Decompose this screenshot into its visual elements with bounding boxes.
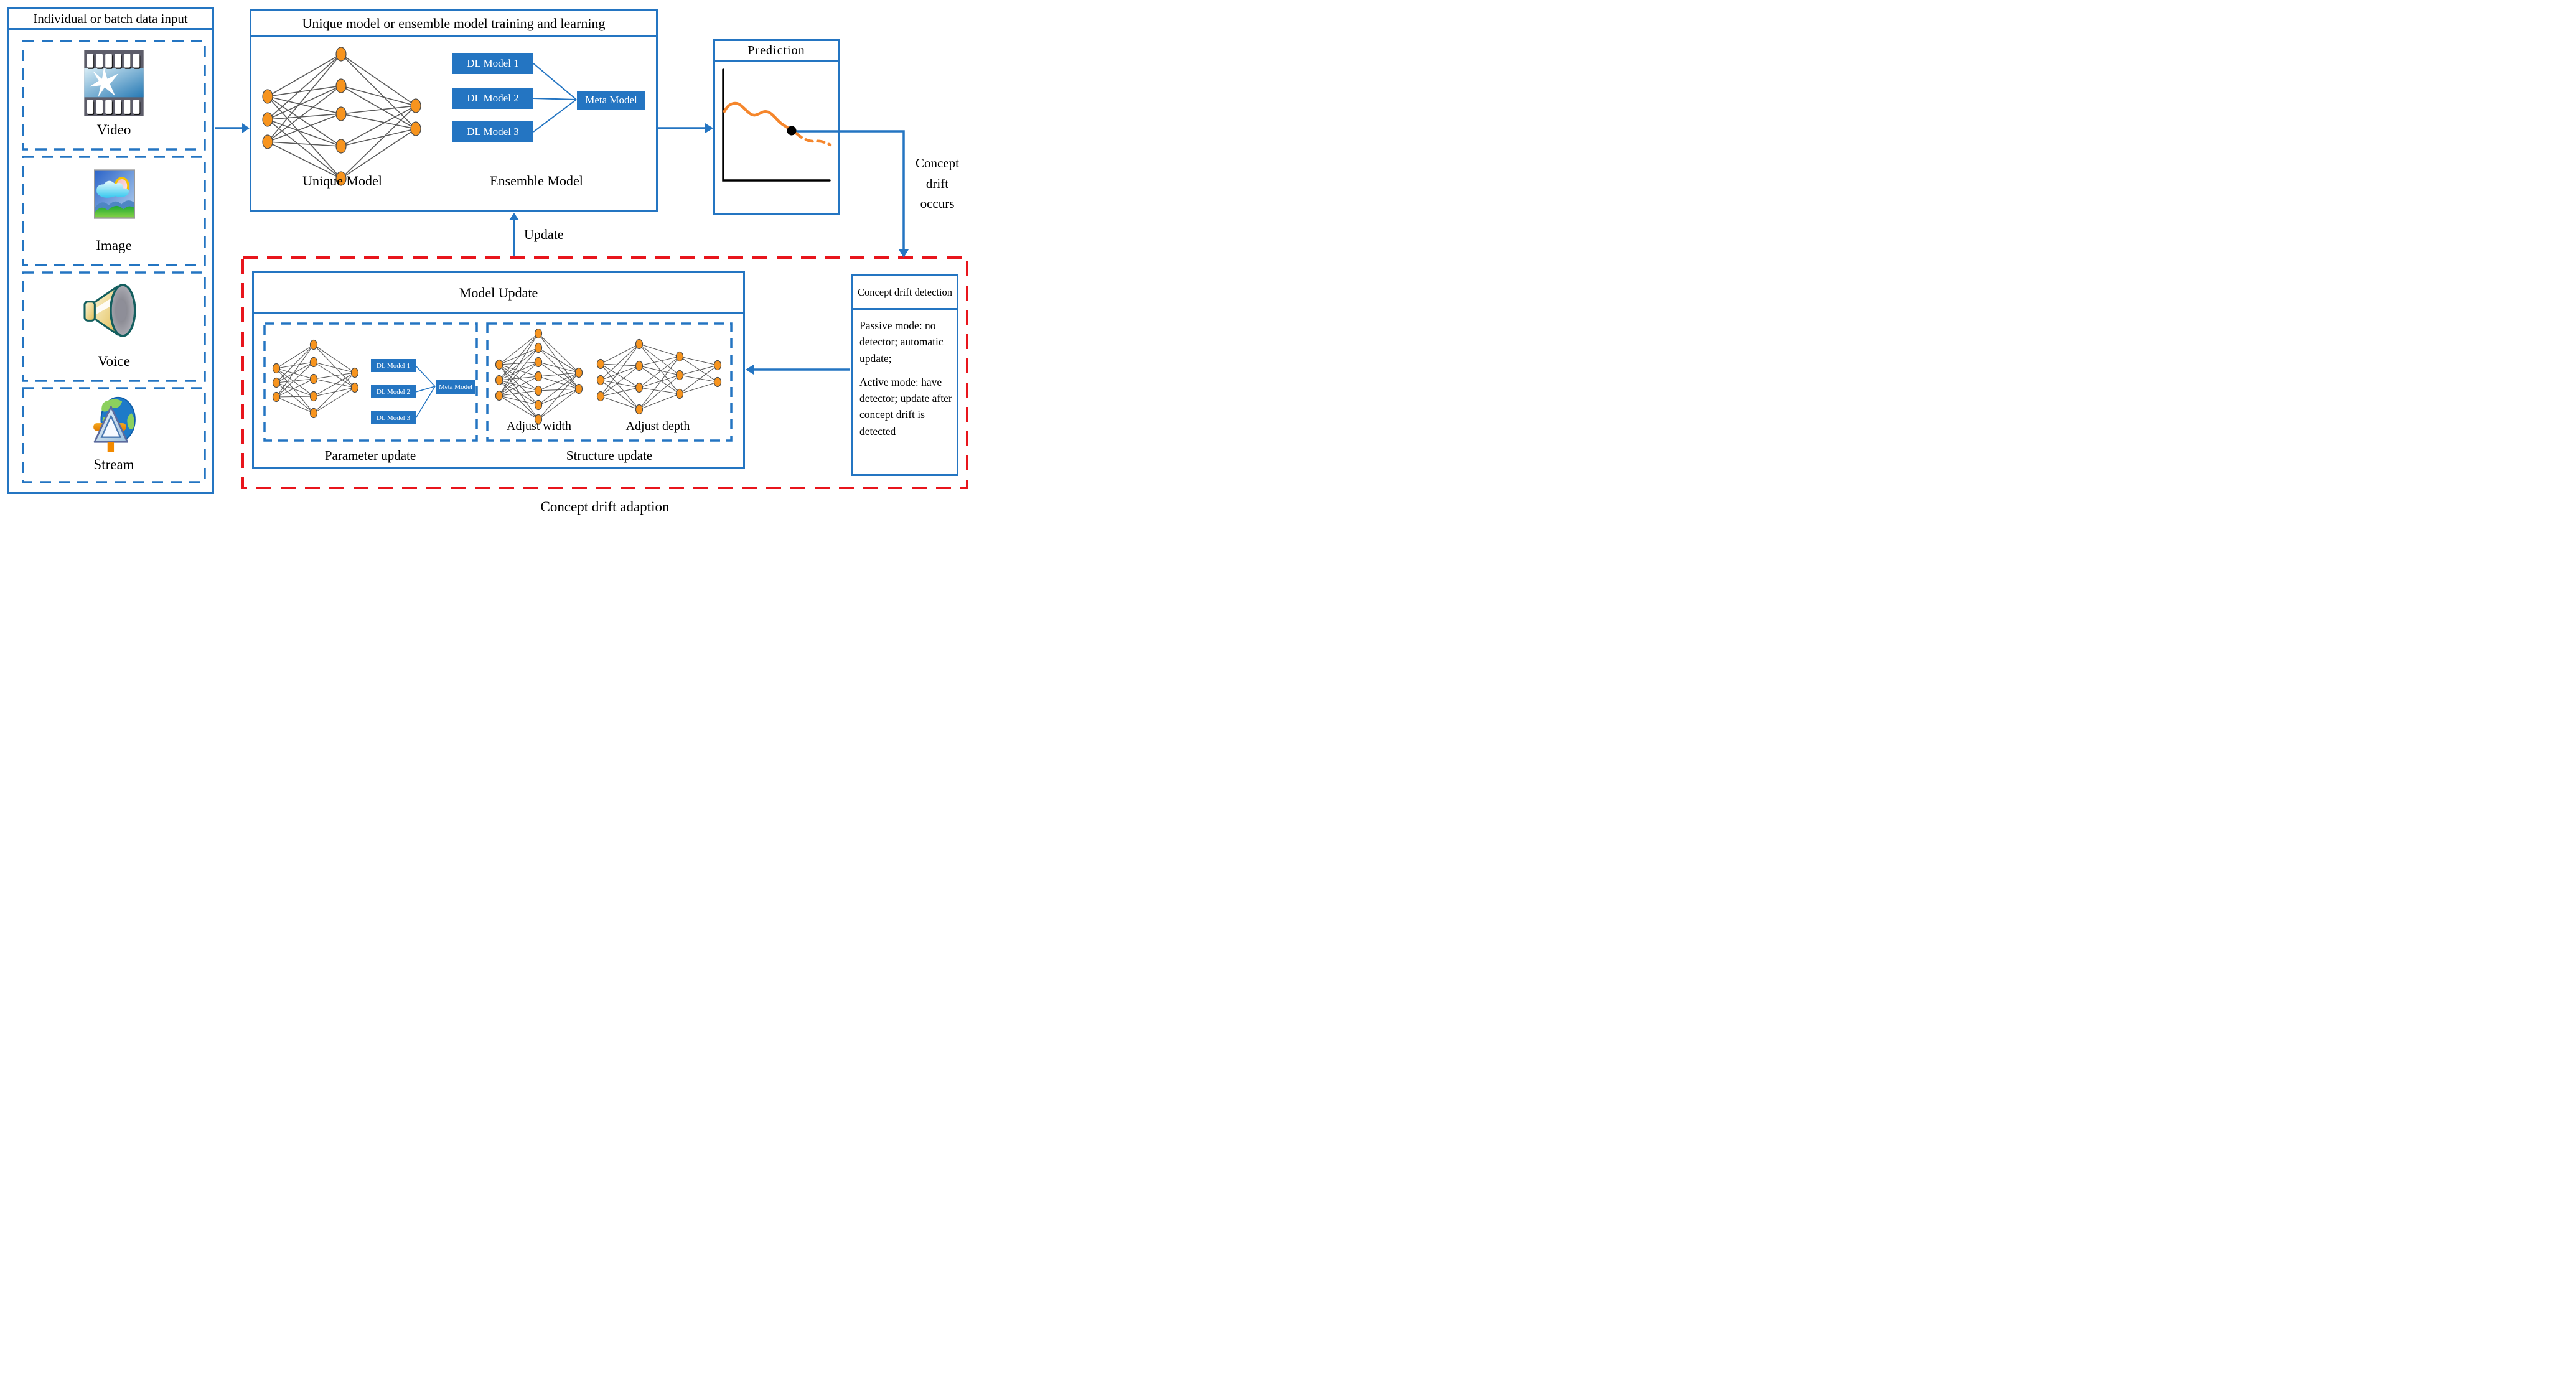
input-item-image-label: Image bbox=[96, 238, 132, 253]
mini-dl-model-1-box: DL Model 1 bbox=[371, 359, 416, 372]
concept-drift-diagram: Individual or batch data input bbox=[0, 0, 976, 523]
concept-drift-detection-box: Concept drift detection Passive mode: no… bbox=[851, 274, 958, 476]
adjust-width-label: Adjust width bbox=[507, 419, 571, 433]
parameter-update-label: Parameter update bbox=[324, 448, 416, 463]
ensemble-model-label: Ensemble Model bbox=[490, 173, 583, 189]
prediction-box-title: Prediction bbox=[715, 41, 838, 62]
mini-dl-model-2-box: DL Model 2 bbox=[371, 385, 416, 398]
video-icon bbox=[83, 50, 145, 116]
dl-model-3-box: DL Model 3 bbox=[452, 121, 533, 142]
detection-active-text: Active mode: have detector; update after… bbox=[859, 375, 952, 437]
adjust-depth-label: Adjust depth bbox=[625, 419, 690, 433]
detection-passive-text: Passive mode: no detector; automatic upd… bbox=[859, 319, 944, 365]
mini-dl-model-3-box: DL Model 3 bbox=[371, 411, 416, 424]
unique-model-network-icon bbox=[253, 39, 439, 197]
model-update-title: Model Update bbox=[254, 273, 743, 314]
unique-model-label: Unique Model bbox=[302, 173, 382, 189]
dl-model-1-box: DL Model 1 bbox=[452, 53, 533, 74]
concept-drift-adaption-label: Concept drift adaption bbox=[540, 499, 670, 515]
adjust-depth-network-icon bbox=[594, 336, 722, 423]
mini-meta-model-box: Meta Model bbox=[436, 380, 475, 394]
input-panel-title: Individual or batch data input bbox=[9, 9, 212, 30]
training-to-prediction-arrow bbox=[658, 123, 713, 133]
image-icon bbox=[94, 164, 135, 224]
input-item-voice-label: Voice bbox=[98, 353, 130, 369]
concept-drift-occurs-label: Concept drift occurs bbox=[916, 156, 959, 212]
adjust-width-network-icon bbox=[493, 329, 585, 428]
input-item-video-label: Video bbox=[96, 122, 131, 138]
dl-model-2-box: DL Model 2 bbox=[452, 88, 533, 109]
voice-icon bbox=[82, 281, 146, 340]
concept-drift-detection-title: Concept drift detection bbox=[853, 276, 957, 310]
update-label: Update bbox=[524, 226, 564, 242]
structure-update-label: Structure update bbox=[566, 448, 653, 463]
training-box: Unique model or ensemble model training … bbox=[250, 9, 658, 212]
detection-to-model-update-arrow bbox=[746, 365, 850, 375]
input-to-training-arrow bbox=[215, 123, 250, 133]
input-item-stream-label: Stream bbox=[93, 457, 134, 472]
training-box-title: Unique model or ensemble model training … bbox=[251, 11, 656, 37]
prediction-box: Prediction bbox=[713, 39, 840, 215]
meta-model-box: Meta Model bbox=[577, 91, 645, 110]
stream-icon bbox=[85, 393, 144, 455]
parameter-update-network-icon bbox=[269, 337, 362, 427]
update-arrow bbox=[509, 213, 519, 256]
